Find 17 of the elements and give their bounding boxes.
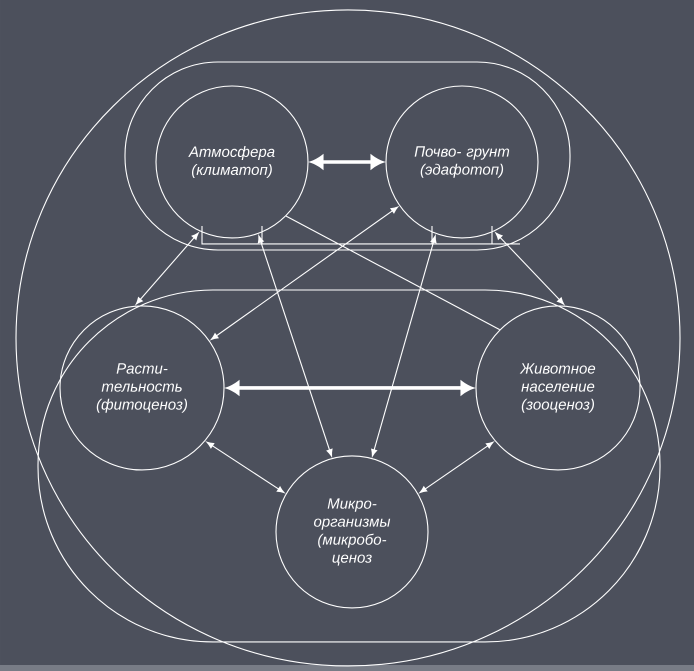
arrow	[420, 442, 494, 494]
group-band	[124, 61, 571, 251]
arrow	[258, 235, 332, 457]
arrow	[311, 155, 383, 169]
arrow	[371, 235, 436, 456]
arrow	[227, 381, 473, 395]
circle-node: Расти- тельность (фитоценоз)	[59, 305, 225, 471]
circle-node: Микро- организмы (микробо- ценоз	[275, 455, 429, 609]
outer-circle	[15, 9, 681, 667]
arrow	[136, 232, 199, 305]
arrow	[210, 206, 398, 340]
circle-node: Почво- грунт (эдафотоп)	[385, 85, 539, 239]
arrow	[206, 442, 284, 494]
circle-node: Атмосфера (климатоп)	[155, 85, 309, 239]
arrow	[495, 232, 564, 305]
group-band	[37, 289, 661, 643]
circle-node: Животное население (зооценоз)	[475, 305, 641, 471]
